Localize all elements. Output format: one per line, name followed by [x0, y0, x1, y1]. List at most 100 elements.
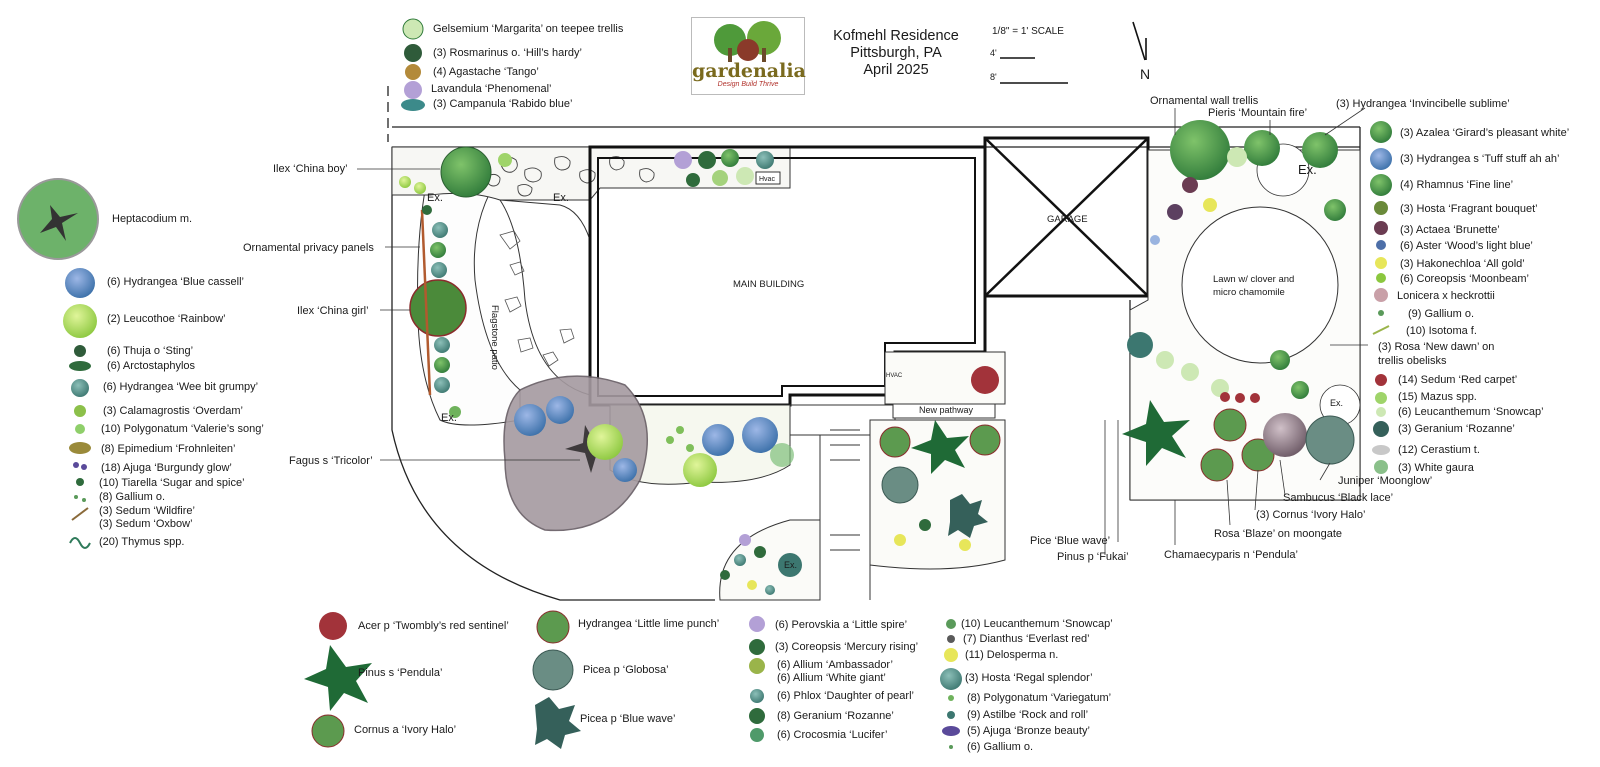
- tree-logo-icon: [714, 21, 781, 62]
- callout-wall-trellis: Ornamental wall trellis: [1150, 95, 1259, 107]
- legend-bottom-item: (3) Hosta ‘Regal splendor’: [965, 672, 1093, 684]
- logo-brand: gardenalia: [692, 60, 806, 82]
- legend-right-symbols: [1370, 121, 1392, 474]
- legend-left-item: (2) Leucothoe ‘Rainbow’: [107, 313, 226, 325]
- legend-right-item: (3) Hosta ‘Fragrant bouquet’: [1400, 203, 1538, 215]
- legend-left-item: (18) Ajuga ‘Burgundy glow’: [101, 462, 232, 474]
- legend-right-item: (3) Hydrangea s ‘Tuff stuff ah ah’: [1400, 153, 1560, 165]
- title-line-city: Pittsburgh, PA: [850, 45, 942, 61]
- hvac-label-north: Hvac: [759, 176, 775, 183]
- southeast-bed-plants: [879, 366, 1001, 551]
- callout-ilex-china-girl: Ilex ‘China girl’: [297, 305, 369, 317]
- legend-right-item: (6) Aster ‘Wood’s light blue’: [1400, 240, 1533, 252]
- north-arrow: [1132, 21, 1147, 61]
- legend-right-item: (10) Isotoma f.: [1406, 325, 1477, 337]
- legend-bottom-item: (6) Crocosmia ‘Lucifer’: [777, 729, 888, 741]
- legend-top-item: (3) Rosmarinus o. ‘Hill’s hardy’: [433, 47, 582, 59]
- gardenalia-logo: gardenalia Design Build Thrive: [691, 17, 806, 95]
- legend-right-item: (3) Rosa ‘New dawn’ on: [1378, 341, 1495, 353]
- callout-juniper: Juniper ‘Moonglow’: [1338, 475, 1433, 487]
- legend-right-item: (6) Coreopsis ‘Moonbeam’: [1400, 273, 1529, 285]
- legend-top-item: Gelsemium ‘Margarita’ on teepee trellis: [433, 23, 624, 35]
- legend-left-item: (10) Polygonatum ‘Valerie’s song’: [101, 423, 264, 435]
- fagus-tricolor-canopy: [503, 375, 649, 532]
- legend-bottom-item: Picea p ‘Blue wave’: [580, 713, 676, 725]
- legend-bottom-item: Pinus s ‘Pendula’: [358, 667, 443, 679]
- legend-right-item: (3) Hakonechloa ‘All gold’: [1400, 258, 1525, 270]
- legend-bottom-item: (6) Gallium o.: [967, 741, 1034, 753]
- legend-top-item: Lavandula ‘Phenomenal’: [431, 83, 552, 95]
- legend-bottom-item: Cornus a ‘Ivory Halo’: [354, 724, 457, 736]
- title-line-date: April 2025: [863, 62, 929, 78]
- legend-right-item: (6) Leucanthemum ‘Snowcap’: [1398, 406, 1544, 418]
- existing-label-4: Ex.: [1298, 162, 1317, 177]
- legend-right-item: (3) Azalea ‘Girard’s pleasant white’: [1400, 127, 1570, 139]
- legend-bottom-item: (7) Dianthus ‘Everlast red’: [963, 633, 1090, 645]
- legend-right-item: (3) Actaea ‘Brunette’: [1400, 224, 1500, 236]
- legend-bottom-item: (3) Coreopsis ‘Mercury rising’: [775, 641, 919, 653]
- east-bed-plants: [1122, 120, 1355, 482]
- legend-bottom-item: (5) Ajuga ‘Bronze beauty’: [967, 725, 1090, 737]
- callout-pieris: Pieris ‘Mountain fire’: [1208, 107, 1308, 119]
- title-line-name: Kofmehl Residence: [833, 28, 959, 44]
- garage-label: GARAGE: [1047, 214, 1088, 225]
- existing-label-1: Ex.: [427, 192, 443, 204]
- callout-privacy-panels: Ornamental privacy panels: [243, 242, 374, 254]
- callout-cornus-ivory: (3) Cornus ‘Ivory Halo’: [1256, 509, 1366, 521]
- privacy-panels: [420, 209, 432, 396]
- callout-rosa-blaze: Rosa ‘Blaze’ on moongate: [1214, 528, 1343, 540]
- southwest-bed-plants: [720, 534, 802, 595]
- existing-label-5: Ex.: [1330, 398, 1344, 408]
- legend-left-symbols: [17, 178, 99, 549]
- existing-label-6: Ex.: [784, 560, 798, 570]
- ilex-china-boy: [440, 146, 492, 198]
- legend-bottom-item: (6) Phlox ‘Daughter of pearl’: [777, 690, 914, 702]
- callout-leaders: [357, 107, 1368, 555]
- building-corner-bed: [884, 351, 1006, 405]
- legend-left-item: (6) Thuja o ‘Sting’: [107, 345, 194, 357]
- legend-bottom-item: (6) Allium ‘White giant’: [777, 672, 886, 684]
- callout-hydrangea-invincibelle: (3) Hydrangea ‘Invincibelle sublime’: [1336, 98, 1510, 110]
- legend-bottom-item: (6) Perovskia a ‘Little spire’: [775, 619, 908, 631]
- callout-fagus: Fagus s ‘Tricolor’: [289, 455, 373, 467]
- legend-left-item: (6) Hydrangea ‘Blue cassell’: [107, 276, 244, 288]
- lawn-label: Lawn w/ clover and micro chamomile: [1213, 274, 1295, 298]
- scale-title: 1/8" = 1' SCALE: [992, 26, 1064, 37]
- scale-8ft: 8': [990, 72, 997, 82]
- ilex-china-girl: [409, 279, 467, 337]
- legend-left-item: (3) Sedum ‘Oxbow’: [99, 518, 193, 530]
- legend-right-item: (14) Sedum ‘Red carpet’: [1398, 374, 1518, 386]
- legend-bottom-item: Picea p ‘Globosa’: [583, 664, 669, 676]
- legend-right-item: (3) White gaura: [1398, 462, 1474, 474]
- legend-right-item: Lonicera x heckrottii: [1397, 290, 1495, 302]
- existing-label-3: Ex.: [441, 412, 457, 424]
- legend-right-item: (3) Geranium ‘Rozanne’: [1398, 423, 1515, 435]
- callout-ilex-china-boy: Ilex ‘China boy’: [273, 163, 348, 175]
- legend-bottom-item: (9) Astilbe ‘Rock and roll’: [967, 709, 1089, 721]
- legend-left-item: (20) Thymus spp.: [99, 536, 185, 548]
- hvac-box-north: [755, 171, 781, 185]
- lawn-circle: [1181, 206, 1339, 364]
- legend-top-item: (4) Agastache ‘Tango’: [433, 66, 539, 78]
- main-building-label: MAIN BUILDING: [733, 279, 805, 290]
- north-label: N: [1140, 66, 1151, 82]
- legend-bottom-item: (8) Polygonatum ‘Variegatum’: [967, 692, 1112, 704]
- new-pathway-label: New pathway: [919, 405, 974, 415]
- legend-right-item: (15) Mazus spp.: [1398, 391, 1477, 403]
- legend-left-item: (3) Sedum ‘Wildfire’: [99, 505, 195, 517]
- legend-bottom-item: (8) Geranium ‘Rozanne’: [777, 710, 894, 722]
- legend-bottom-item: Hydrangea ‘Little lime punch’: [578, 618, 720, 630]
- logo-tagline: Design Build Thrive: [717, 81, 779, 88]
- legend-top-item: (3) Campanula ‘Rabido blue’: [433, 98, 573, 110]
- hvac-label-south: HVAC: [886, 373, 903, 379]
- legend-right-item: (12) Cerastium t.: [1398, 444, 1480, 456]
- legend-bottom-item: (6) Allium ‘Ambassador’: [777, 659, 893, 671]
- legend-left-item: (6) Arctostaphylos: [107, 360, 196, 372]
- flagstone-patio-outline: [499, 199, 591, 396]
- legend-right-item: (9) Gallium o.: [1408, 308, 1475, 320]
- legend-left-item: (10) Tiarella ‘Sugar and spice’: [99, 477, 245, 489]
- legend-bottom-symbols: [304, 610, 962, 749]
- legend-left-item: (6) Hydrangea ‘Wee bit grumpy’: [103, 381, 259, 393]
